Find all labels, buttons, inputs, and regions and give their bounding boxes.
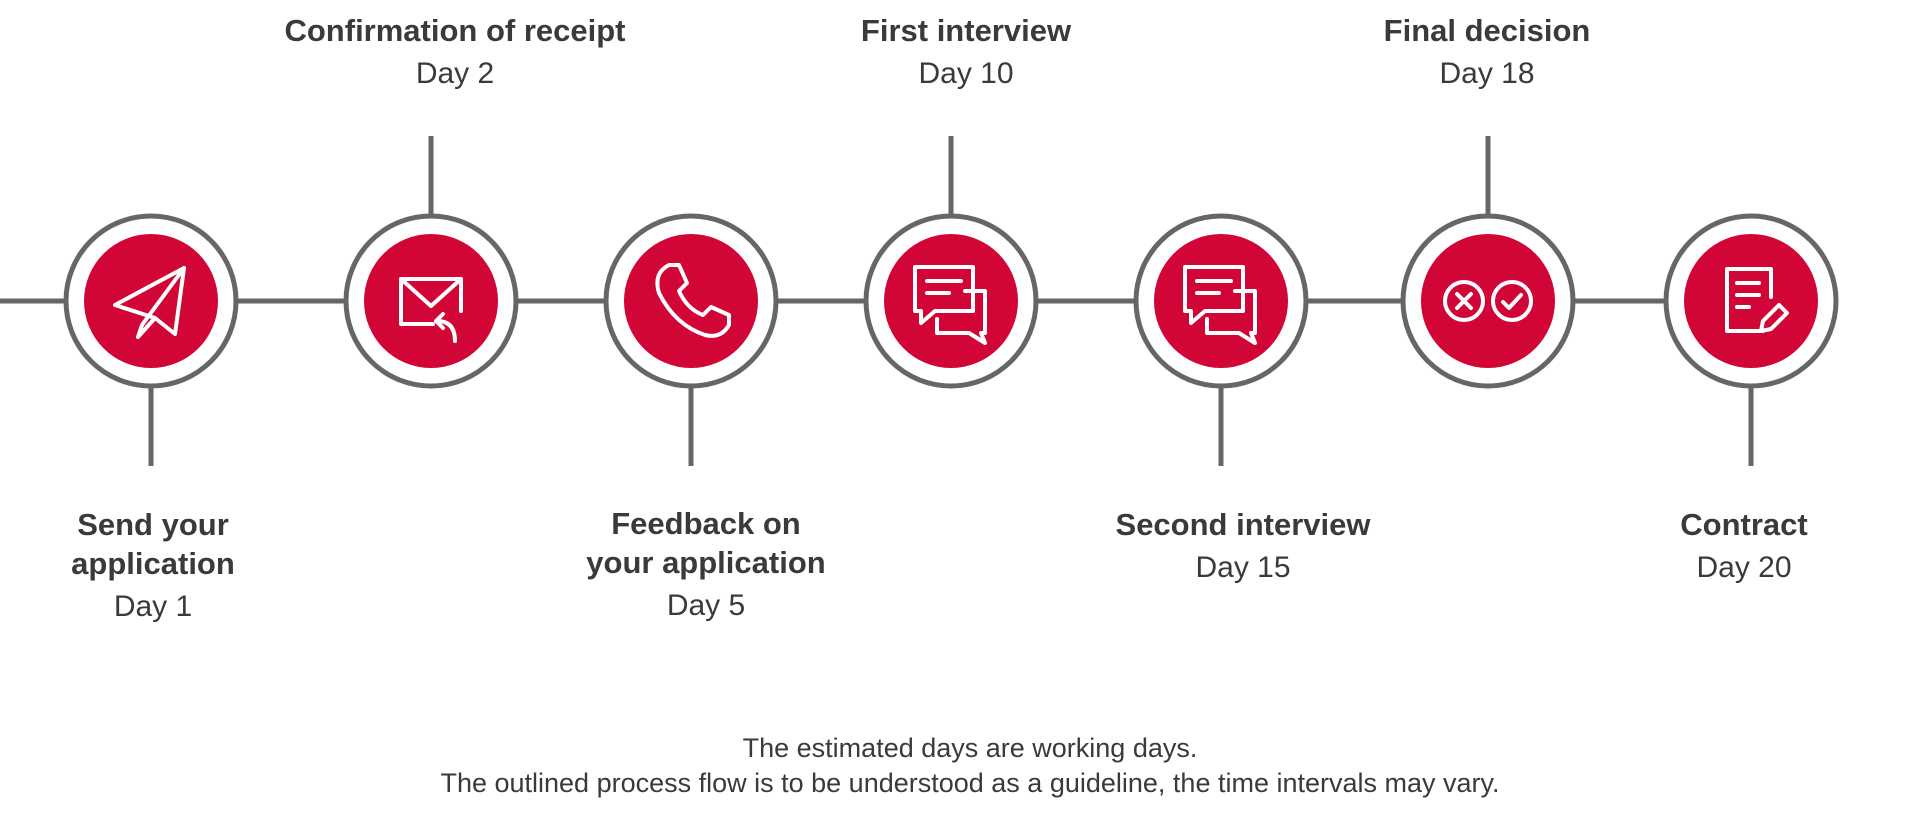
step-title: First interview: [860, 13, 1072, 48]
step-day: Day 1: [113, 590, 193, 623]
reject-circle: [1443, 280, 1485, 322]
back-bubble: [1205, 289, 1257, 345]
chat-bubbles-icon: [1183, 265, 1257, 345]
step-title: Contract: [1680, 507, 1808, 542]
paper-plane-icon: [113, 266, 186, 339]
accept-check: [1501, 293, 1523, 310]
step-label-send-application: Send your application Day 1: [0, 505, 313, 626]
front-bubble: [913, 265, 975, 325]
step-day: Day 18: [1439, 57, 1535, 90]
mail-reply-icon: [399, 277, 463, 343]
step-label-first-interview: First interview Day 10: [806, 11, 1126, 93]
decision-icon: [1443, 280, 1533, 322]
step-label-feedback-on-application: Feedback on your application Day 5: [546, 504, 866, 625]
step-disc: [1421, 234, 1555, 368]
handset: [655, 263, 731, 338]
step-disc: [624, 234, 758, 368]
step-title: Send your application: [71, 507, 235, 581]
step-node: [63, 213, 239, 466]
envelope-flap: [399, 277, 463, 308]
footnote-line-2: The outlined process flow is to be under…: [440, 768, 1500, 798]
step-day: Day 2: [415, 57, 495, 90]
step-disc: [1684, 234, 1818, 368]
phone-icon: [655, 263, 731, 338]
step-node: [343, 136, 519, 389]
step-disc: [884, 234, 1018, 368]
step-node: [863, 136, 1039, 389]
step-node: [1133, 213, 1309, 466]
step-title: Feedback on your application: [586, 506, 826, 580]
accept-circle: [1491, 280, 1533, 322]
step-title: Final decision: [1383, 13, 1591, 48]
step-disc: [1154, 234, 1288, 368]
reject-cross: [1455, 292, 1473, 310]
step-node: [603, 213, 779, 466]
step-label-second-interview: Second interview Day 15: [1063, 505, 1423, 587]
step-node: [1663, 213, 1839, 466]
document: [1725, 267, 1773, 333]
step-day: Day 15: [1195, 551, 1291, 584]
step-title: Second interview: [1115, 507, 1371, 542]
contract-pen-icon: [1725, 267, 1789, 333]
chat-bubbles-icon: [913, 265, 987, 345]
node-layer: [63, 136, 1839, 466]
step-label-confirmation-of-receipt: Confirmation of receipt Day 2: [245, 11, 665, 93]
reply-arrow: [434, 312, 457, 343]
step-label-final-decision: Final decision Day 18: [1327, 11, 1647, 93]
pen: [1759, 303, 1789, 333]
front-bubble: [1183, 265, 1245, 325]
step-day: Day 5: [666, 589, 746, 622]
step-node: [1400, 136, 1576, 389]
step-day: Day 10: [918, 57, 1014, 90]
footnote-line-1: The estimated days are working days.: [742, 733, 1198, 763]
step-disc: [364, 234, 498, 368]
step-label-contract: Contract Day 20: [1584, 505, 1904, 587]
step-disc: [84, 234, 218, 368]
back-bubble: [935, 289, 987, 345]
plane-body: [113, 266, 186, 336]
step-title: Confirmation of receipt: [284, 13, 626, 48]
plane-fold: [136, 266, 186, 339]
step-day: Day 20: [1696, 551, 1792, 584]
footnote: The estimated days are working days. The…: [0, 731, 1920, 801]
